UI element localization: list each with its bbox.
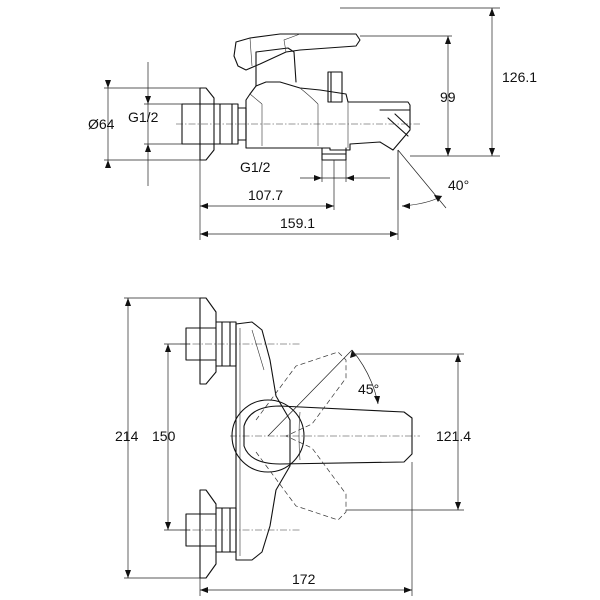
dim-d-body-arrow-bot (105, 160, 111, 168)
side-view: Ø64 G1/2 G1/2 107.7 159.1 99 126.1 (88, 7, 537, 240)
dim-h-inlets-label: 150 (152, 428, 176, 444)
dim-len2-arrow-l (200, 231, 208, 237)
dim-thread-left-arrow-top (145, 96, 151, 104)
dim-h-total-arrow-bot (125, 570, 131, 578)
dim-thread-bottom-arrow-r (346, 175, 354, 181)
dim-lever-angle-arrow-bot (374, 396, 380, 404)
dim-h-total-label: 214 (115, 428, 139, 444)
escutcheon-top-lower (199, 489, 217, 579)
dim-len2-arrow-r (390, 231, 398, 237)
dim-thread-bottom-label: G1/2 (240, 159, 271, 175)
lever-rotated-upper (255, 351, 347, 437)
cartridge-circle-top (231, 399, 305, 473)
dim-len1-line (199, 160, 335, 240)
dim-h-total-line (124, 297, 200, 579)
dim-thread-bottom-arrow-l (314, 175, 322, 181)
dim-h-lever-arrow-bot (455, 502, 461, 510)
dim-angle-arrow-l (402, 203, 410, 209)
dim-thread-left-arrow-bot (145, 144, 151, 152)
dim-width-line (199, 462, 413, 596)
lever-top-inner (298, 411, 301, 461)
spout-tip-side (379, 109, 411, 137)
dim-h-lever-arrow-top (455, 354, 461, 362)
lever-side (233, 33, 361, 71)
body-top-inner (239, 328, 265, 556)
dim-h1-line (360, 35, 452, 157)
dim-h2-arrow-bot (489, 148, 495, 156)
lever-base-side (249, 33, 301, 67)
dim-d-body-line (104, 84, 200, 164)
dim-h2-label: 126.1 (502, 69, 537, 85)
dim-lever-angle-label: 45° (358, 381, 379, 397)
dim-len1-arrow-l (200, 203, 208, 209)
dim-h-inlets-arrow-top (165, 344, 171, 352)
dim-len1-arrow-r (326, 203, 334, 209)
dim-h2-arrow-top (489, 8, 495, 16)
dim-h1-label: 99 (440, 89, 456, 105)
escutcheon-top-upper (199, 297, 217, 385)
dim-h2-line (340, 7, 500, 157)
dim-angle-arrow-r (434, 195, 442, 202)
dim-h-lever-label: 121.4 (436, 428, 471, 444)
dim-h1-arrow-top (445, 36, 451, 44)
dim-h-inlets-arrow-bot (165, 522, 171, 530)
dim-width-arrow-r (404, 587, 412, 593)
dim-width-arrow-l (200, 587, 208, 593)
dim-d-body-label: Ø64 (88, 116, 115, 132)
dim-h-inlets-line (164, 343, 190, 531)
dim-h1-arrow-bot (445, 148, 451, 156)
lever-top (243, 405, 413, 465)
dim-len2-label: 159.1 (280, 215, 315, 231)
cartridge-side (255, 47, 297, 87)
dim-angle-label: 40° (448, 177, 469, 193)
dim-thread-bottom-line (300, 160, 390, 182)
top-view: 45° 214 150 121.4 172 (115, 297, 471, 596)
dim-thread-left-line (144, 62, 182, 186)
lever-rotated-lower (255, 435, 347, 521)
dim-h-lever-line (346, 353, 464, 511)
dim-d-body-arrow-top (105, 80, 111, 88)
dim-h-total-arrow-top (125, 298, 131, 306)
mixer-body-top (235, 321, 291, 561)
body-shoulder (249, 87, 319, 105)
mixer-body-side (245, 81, 411, 151)
dim-angle-line (397, 149, 447, 210)
body-inner-line (261, 102, 349, 148)
diverter-knob-side (327, 71, 343, 103)
dim-thread-left-label: G1/2 (128, 109, 159, 125)
dim-width-label: 172 (292, 571, 316, 587)
dim-len1-label: 107.7 (248, 187, 283, 203)
